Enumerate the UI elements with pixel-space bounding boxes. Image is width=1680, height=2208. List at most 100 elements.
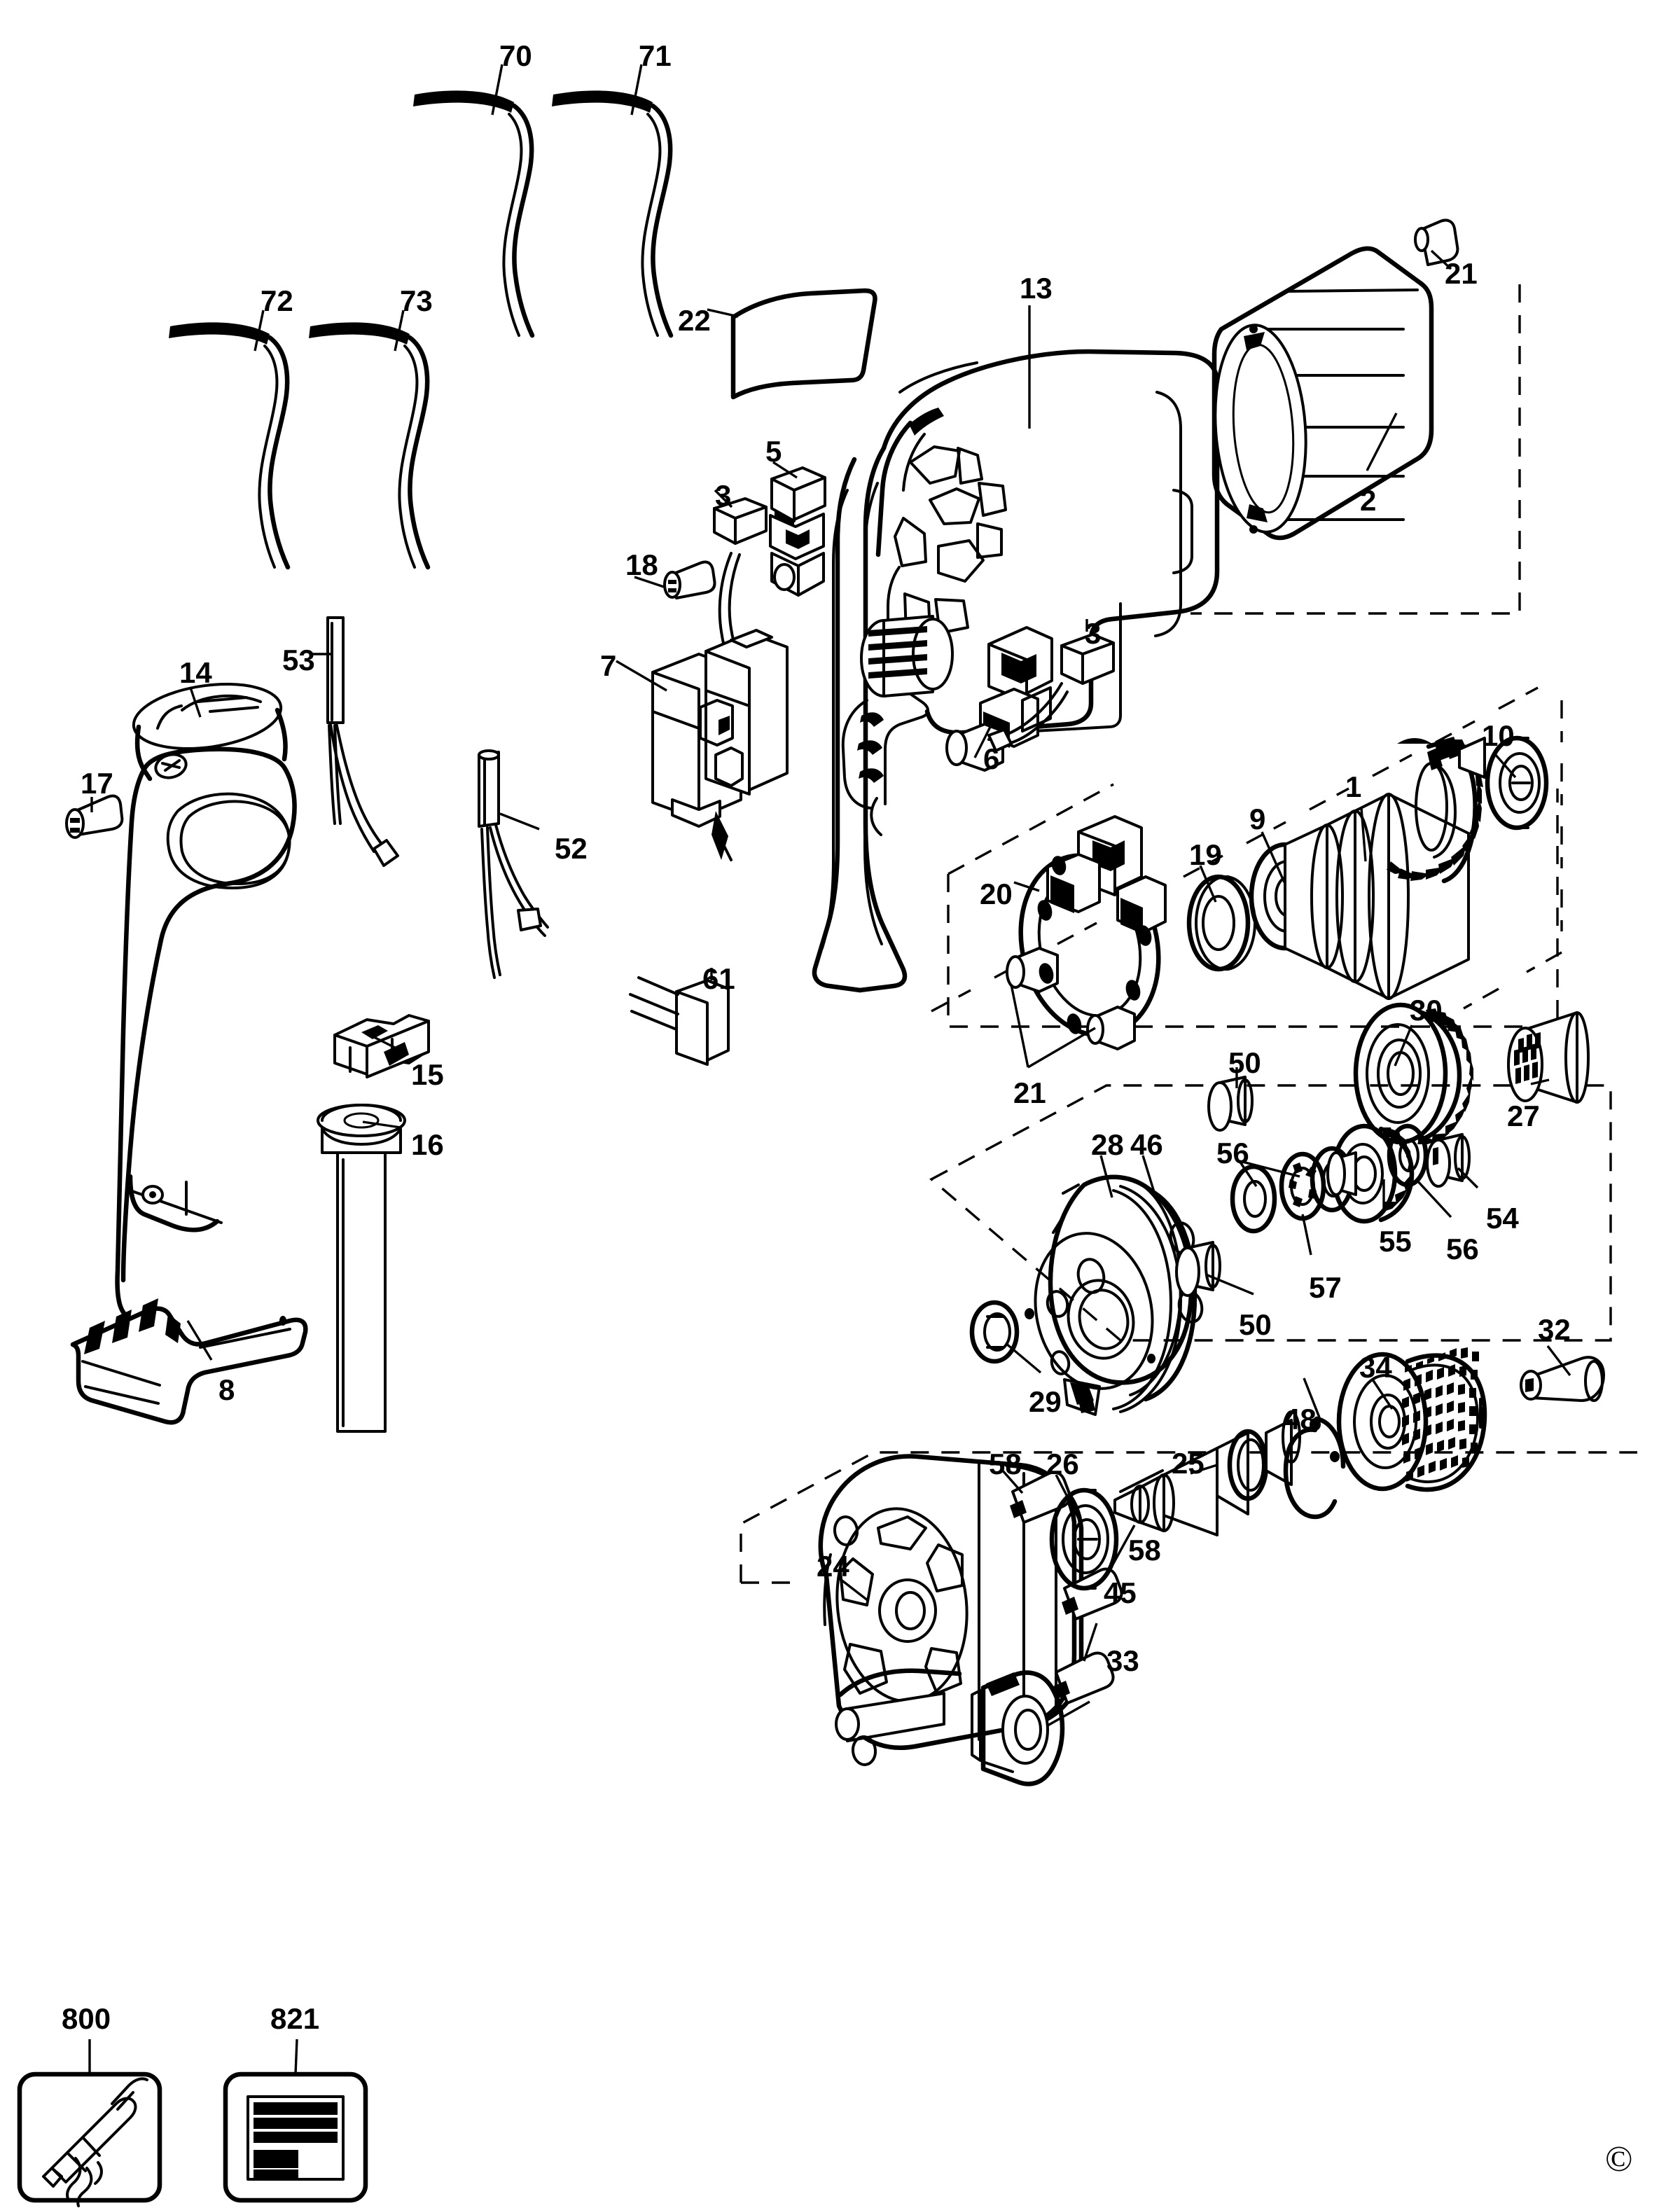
callout-2: 2 (1360, 484, 1377, 517)
part-3-terminal-block-upper (713, 497, 768, 545)
callout-6: 6 (983, 742, 1000, 775)
callout-16: 16 (411, 1128, 444, 1161)
copyright-symbol: © (1605, 2139, 1633, 2179)
part-52-wire-lead (478, 749, 549, 979)
part-70-side-handle-rod (413, 90, 535, 338)
part-56-washer-c (1387, 1123, 1429, 1188)
callout-48: 48 (1284, 1403, 1317, 1436)
part-71-side-handle-rod (552, 90, 674, 338)
callout-46: 46 (1130, 1128, 1163, 1161)
callout-56-a: 56 (1216, 1137, 1249, 1169)
callout-13: 13 (1020, 272, 1053, 305)
callout-30: 30 (1410, 994, 1443, 1027)
callout-57: 57 (1309, 1271, 1342, 1304)
part-29-oil-seal (969, 1300, 1020, 1364)
callout-55: 55 (1379, 1225, 1412, 1258)
callout-5: 5 (765, 435, 782, 468)
part-58-screw-b (1062, 1567, 1123, 1620)
callout-72: 72 (261, 284, 293, 317)
part-18-screw (663, 560, 716, 599)
callout-821: 821 (270, 2002, 320, 2035)
callout-50-lower: 50 (1239, 1308, 1272, 1341)
part-50-spacer-sleeve-upper (1207, 1076, 1254, 1132)
callout-1: 1 (1345, 770, 1362, 803)
dashed-group-field (1190, 284, 1521, 615)
callout-17: 17 (81, 767, 113, 800)
callout-73: 73 (400, 284, 433, 317)
callout-22: 22 (678, 304, 711, 337)
part-32-chuck-key (1520, 1356, 1605, 1402)
callout-54: 54 (1486, 1202, 1519, 1235)
callout-34: 34 (1359, 1351, 1392, 1384)
part-48-retaining-ring (1283, 1416, 1346, 1520)
callout-61: 61 (702, 962, 735, 995)
callout-10: 10 (1482, 719, 1515, 752)
part-10-ball-bearing (1485, 735, 1549, 831)
part-53-brush-lead-wire (326, 616, 399, 867)
callout-21-brush: 21 (1013, 1076, 1046, 1109)
part-55-pinion-gear (1326, 1123, 1415, 1224)
dashed-group-gearcase (740, 1451, 1637, 1584)
part-25-spindle (1113, 1410, 1301, 1536)
part-26-ball-bearing (1049, 1487, 1119, 1591)
part-7-switch-assembly (651, 629, 789, 861)
part-1-armature (1284, 737, 1486, 1000)
callout-21-top: 21 (1445, 257, 1478, 290)
callout-58-b: 58 (1128, 1534, 1161, 1567)
callout-70: 70 (499, 39, 532, 72)
callout-71: 71 (639, 39, 672, 72)
part-45-screw (1053, 1651, 1115, 1704)
callout-15: 15 (411, 1058, 444, 1091)
accessory-icon-box-800 (17, 2071, 162, 2207)
part-20-brush-holder-plate (1006, 815, 1167, 1050)
part-28-gear-case-cover (1025, 1174, 1204, 1416)
part-16-depth-rod (317, 1104, 406, 1433)
part-73-side-handle-rod (309, 322, 431, 570)
callout-25: 25 (1172, 1447, 1205, 1480)
commutator-stack (860, 615, 954, 697)
part-46-gasket (1112, 1185, 1182, 1413)
part-5-switch-actuator (769, 466, 826, 597)
part-13-motor-housing (812, 349, 1220, 993)
part-14-auxiliary-side-handle (115, 682, 297, 1319)
callout-3-lower: 3 (1085, 617, 1102, 650)
callout-14: 14 (179, 656, 212, 689)
part-61-carbon-brush (629, 976, 730, 1066)
callout-45: 45 (1104, 1576, 1137, 1609)
dashed-group-armature (947, 783, 1559, 1028)
part-72-side-handle-rod (169, 322, 291, 570)
callout-7: 7 (600, 649, 617, 682)
dashed-group-geartrain (929, 1084, 1612, 1342)
callout-19: 19 (1189, 838, 1222, 871)
part-34-chuck (1336, 1346, 1487, 1492)
part-22-nameplate-label (730, 288, 877, 400)
warning-label-icon-box-821 (223, 2071, 368, 2203)
callout-50-upper: 50 (1228, 1046, 1261, 1079)
callout-8: 8 (218, 1373, 235, 1406)
callout-3-upper: 3 (715, 479, 732, 512)
part-3-wire-lower (987, 682, 1069, 752)
callout-24: 24 (817, 1550, 849, 1583)
callout-27: 27 (1507, 1099, 1540, 1132)
armature-fan-blades (1387, 737, 1483, 881)
part-17-screw (65, 794, 124, 839)
part-19-washer (1186, 874, 1256, 972)
callout-52: 52 (555, 832, 588, 865)
part-8-power-cord-and-plug (70, 1298, 308, 1425)
part-2-field-stator (1212, 246, 1434, 541)
callout-18: 18 (625, 548, 658, 581)
part-3-terminal-block-lower (1060, 633, 1115, 685)
callout-26: 26 (1046, 1447, 1079, 1480)
part-33-chuck-key-holder (971, 1670, 1065, 1786)
callout-53: 53 (282, 644, 315, 676)
callout-28: 28 (1091, 1128, 1124, 1161)
part-50-spacer-sleeve-lower (1175, 1241, 1221, 1297)
callout-58-a: 58 (989, 1447, 1022, 1480)
callout-32: 32 (1538, 1313, 1571, 1346)
callout-9: 9 (1249, 803, 1266, 835)
callout-800: 800 (62, 2002, 111, 2035)
callout-20: 20 (980, 877, 1013, 910)
callout-56-b: 56 (1446, 1233, 1479, 1265)
